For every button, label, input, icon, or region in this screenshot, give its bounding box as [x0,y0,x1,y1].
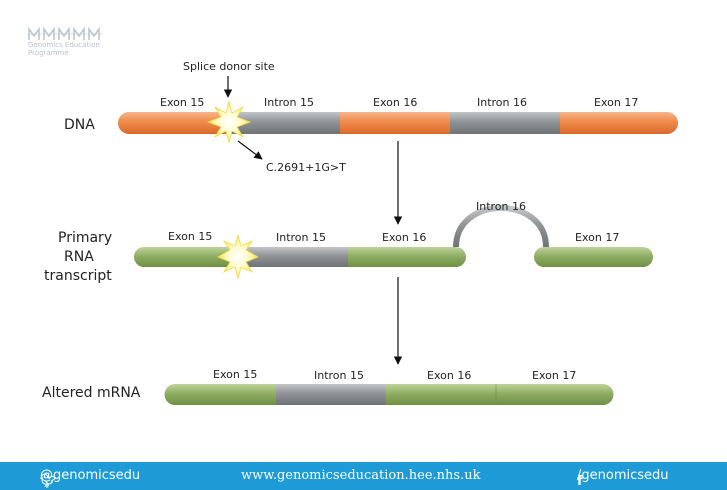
mrna-exon-15-label: Exon 15 [213,368,257,381]
twitter-bird-icon: 🐦︎ [40,474,57,489]
rna-exon-17-label: Exon 17 [575,231,619,244]
rna-intron-16-label: Intron 16 [476,200,526,213]
mrna-exon-16-label: Exon 16 [427,369,471,382]
dna-intron-16-label: Intron 16 [477,96,527,109]
primary-row-label-line-1: Primary [58,230,112,246]
mutation-arrow-icon [237,140,263,160]
dna-exon-15-label: Exon 15 [160,96,204,109]
facebook-handle: /genomicsedu [577,468,669,483]
rna-exon-16-bar [348,247,466,267]
mrna-intron-15-label: Intron 15 [314,369,364,382]
dna-intron-16-bar [450,112,560,134]
mrna-strand [164,384,614,405]
dna-exon-16-bar [340,112,450,134]
dna-exon-16-label: Exon 16 [373,96,417,109]
logo: Genomics Education Programme [27,26,103,57]
dna-row-label: DNA [64,117,95,133]
mrna-exon-17-bar [496,384,614,405]
rna-intron-15-label: Intron 15 [276,231,326,244]
mrna-exon-15-bar [164,384,276,405]
logo-line-2: Programme [28,49,69,57]
rna-exon-15-label: Exon 15 [168,230,212,243]
dna-exon-17-bar [560,112,678,134]
footer-bar: 🐦︎@genomicsedu www.genomicseducation.hee… [0,462,727,490]
rna-exon-15-bar [134,247,232,267]
rna-mutation-star-icon [217,233,259,280]
dna-mutation-star-icon [206,100,252,144]
rna-exon-16-label: Exon 16 [382,231,426,244]
mrna-intron-15-bar [276,384,386,405]
primary-row-label-line-2: RNA [64,249,94,265]
rna-exon-17-bar [534,247,653,267]
facebook-icon: f [577,474,583,489]
twitter-handle: @genomicsedu [40,468,141,483]
rna-intron-16-loop [453,205,549,248]
primary-rna-strand [134,205,653,267]
splice-donor-site-label: Splice donor site [183,60,275,73]
rna-intron-15-bar [232,247,348,267]
dna-intron-15-bar [230,112,340,134]
mrna-exon-16-bar [386,384,496,405]
website-link[interactable]: www.genomicseducation.hee.nhs.uk [241,468,481,483]
mutation-label: C.2691+1G>T [266,161,346,174]
logo-mark-icon [27,26,103,40]
mrna-exon-17-label: Exon 17 [532,369,576,382]
dna-intron-15-label: Intron 15 [264,96,314,109]
splicing-diagram: Genomics Education Programme DNA Exon 15… [27,26,678,405]
logo-line-1: Genomics Education [28,41,100,49]
mrna-row-label: Altered mRNA [42,385,141,401]
twitter-link[interactable]: 🐦︎@genomicsedu [40,468,141,489]
facebook-link[interactable]: f/genomicsedu [577,468,669,489]
dna-exon-15-bar [118,112,230,134]
primary-row-label-line-3: transcript [44,268,112,284]
dna-exon-17-label: Exon 17 [594,96,638,109]
dna-strand [118,112,678,134]
